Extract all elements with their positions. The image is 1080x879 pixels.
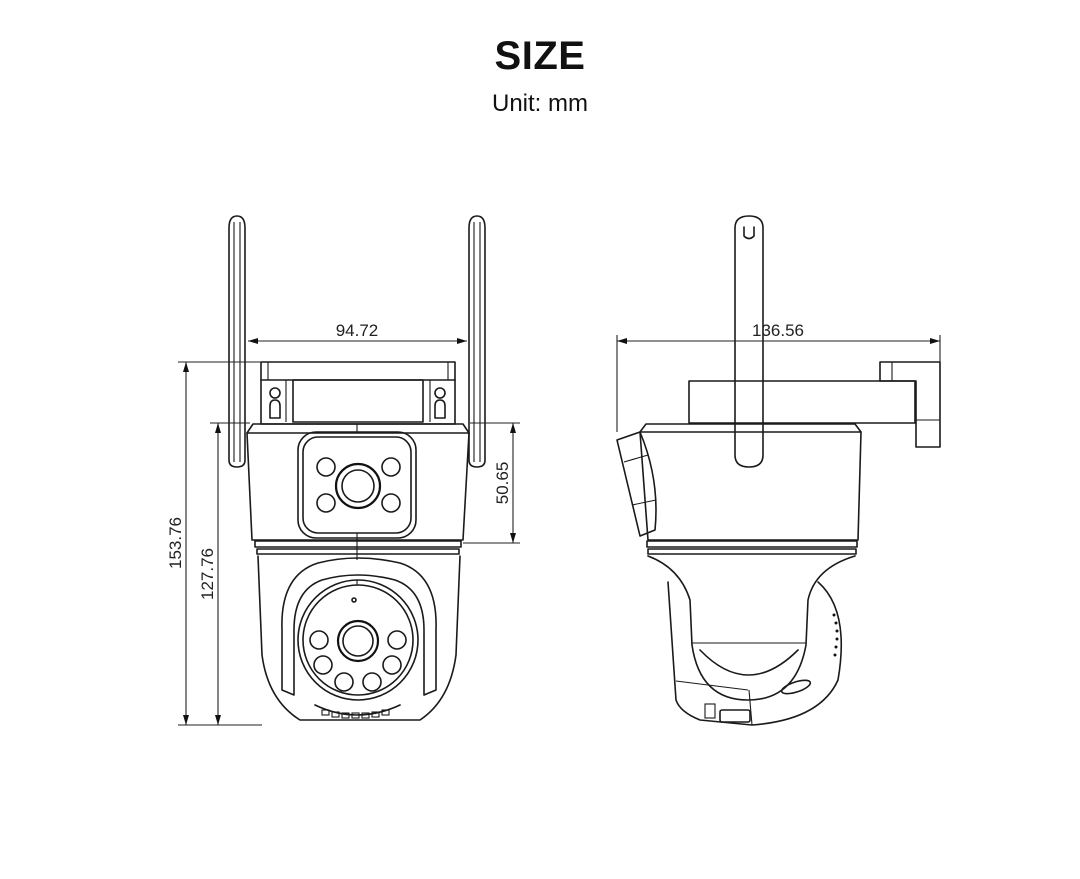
dim-label-body-height: 127.76 xyxy=(198,548,217,600)
left-antenna xyxy=(228,215,246,468)
side-upper-housing xyxy=(616,423,862,541)
dim-label-depth: 136.56 xyxy=(752,321,804,340)
wall-bracket xyxy=(260,361,456,425)
side-view: 136.56 xyxy=(616,215,941,726)
dimension-depth-136-56: 136.56 xyxy=(616,321,941,432)
upper-housing xyxy=(246,423,470,541)
collar xyxy=(254,540,462,560)
dimension-upper-height-50-65: 50.65 xyxy=(463,422,520,544)
side-collar xyxy=(646,540,858,555)
page-title: SIZE xyxy=(494,34,586,78)
side-antenna xyxy=(734,215,764,468)
dim-label-total-height: 153.76 xyxy=(166,517,185,569)
dim-label-width: 94.72 xyxy=(336,321,379,340)
side-lower-ptz xyxy=(647,555,856,726)
front-view: 94.72 153.76 127.76 50.65 xyxy=(166,215,520,726)
dimension-body-height-127-76: 127.76 xyxy=(198,422,250,725)
lower-ptz-body xyxy=(257,555,461,721)
dimension-width-94-72: 94.72 xyxy=(248,321,467,344)
right-antenna xyxy=(468,215,486,468)
speaker-grille xyxy=(321,709,390,719)
dim-label-upper-height: 50.65 xyxy=(493,462,512,505)
side-vent-dots xyxy=(832,613,839,657)
dimension-total-height-153-76: 153.76 xyxy=(166,361,262,726)
side-wall-bracket xyxy=(688,361,941,448)
unit-label: Unit: mm xyxy=(492,90,588,117)
